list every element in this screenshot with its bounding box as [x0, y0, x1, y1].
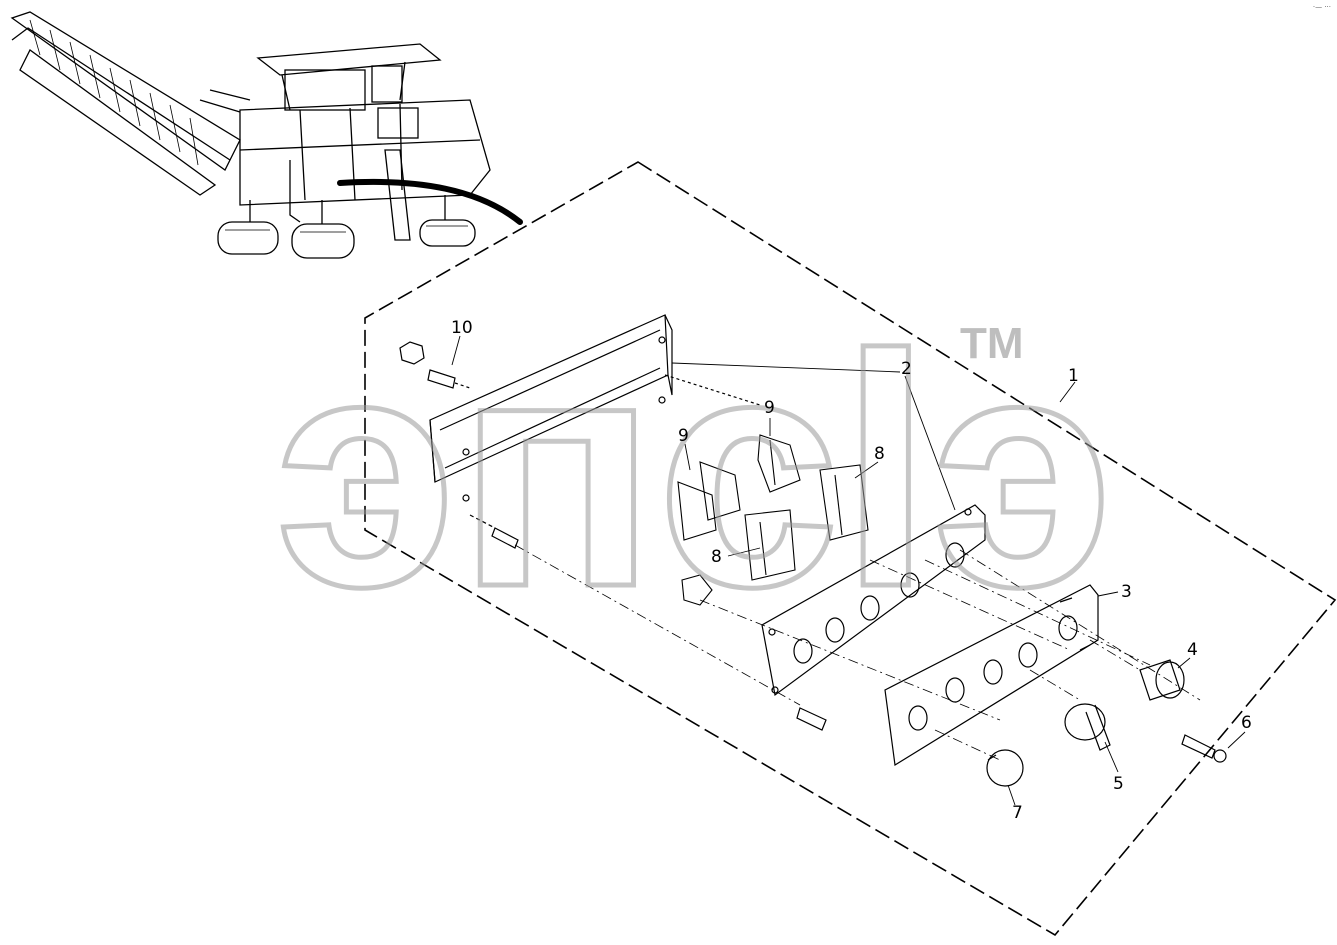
part-10-nut: [399, 341, 471, 389]
watermark-text: эпсlэ: [275, 286, 1114, 655]
callout-3: 3: [1121, 582, 1132, 602]
assembly-boundary: [364, 161, 1337, 937]
callout-5: 5: [1113, 774, 1124, 794]
callout-4: 4: [1187, 640, 1198, 660]
screw-bottom: [796, 707, 827, 731]
housing-box: [429, 314, 761, 502]
switch-blocks: [677, 434, 869, 606]
assembly-axis-lines: [514, 544, 1201, 761]
callout-1: 1: [1068, 366, 1079, 386]
callout-9-top: 9: [764, 398, 775, 418]
callout-2: 2: [901, 359, 912, 379]
mounting-plate: [761, 504, 986, 697]
watermark: эпсlэ TM: [273, 284, 1117, 658]
watermark-trademark: TM: [960, 319, 1024, 368]
cap-7-shape: [986, 749, 1024, 787]
lamp-6-shape: [1181, 734, 1227, 763]
callout-9-left: 9: [678, 426, 689, 446]
selector-5-shape: [1064, 703, 1111, 751]
callout-8-left: 8: [711, 547, 722, 567]
front-panel: [884, 584, 1099, 766]
button-4-shape: [1139, 659, 1185, 701]
corner-mark: ·— ···: [1312, 3, 1331, 11]
milling-machine-illustration: [10, 11, 491, 259]
screw-left: [469, 514, 519, 549]
location-lead-line: [337, 178, 523, 225]
callout-7: 7: [1012, 803, 1023, 823]
callout-6: 6: [1241, 713, 1252, 733]
callout-10: 10: [451, 318, 473, 338]
callout-8-right: 8: [874, 444, 885, 464]
leader-lines: [451, 335, 1246, 806]
